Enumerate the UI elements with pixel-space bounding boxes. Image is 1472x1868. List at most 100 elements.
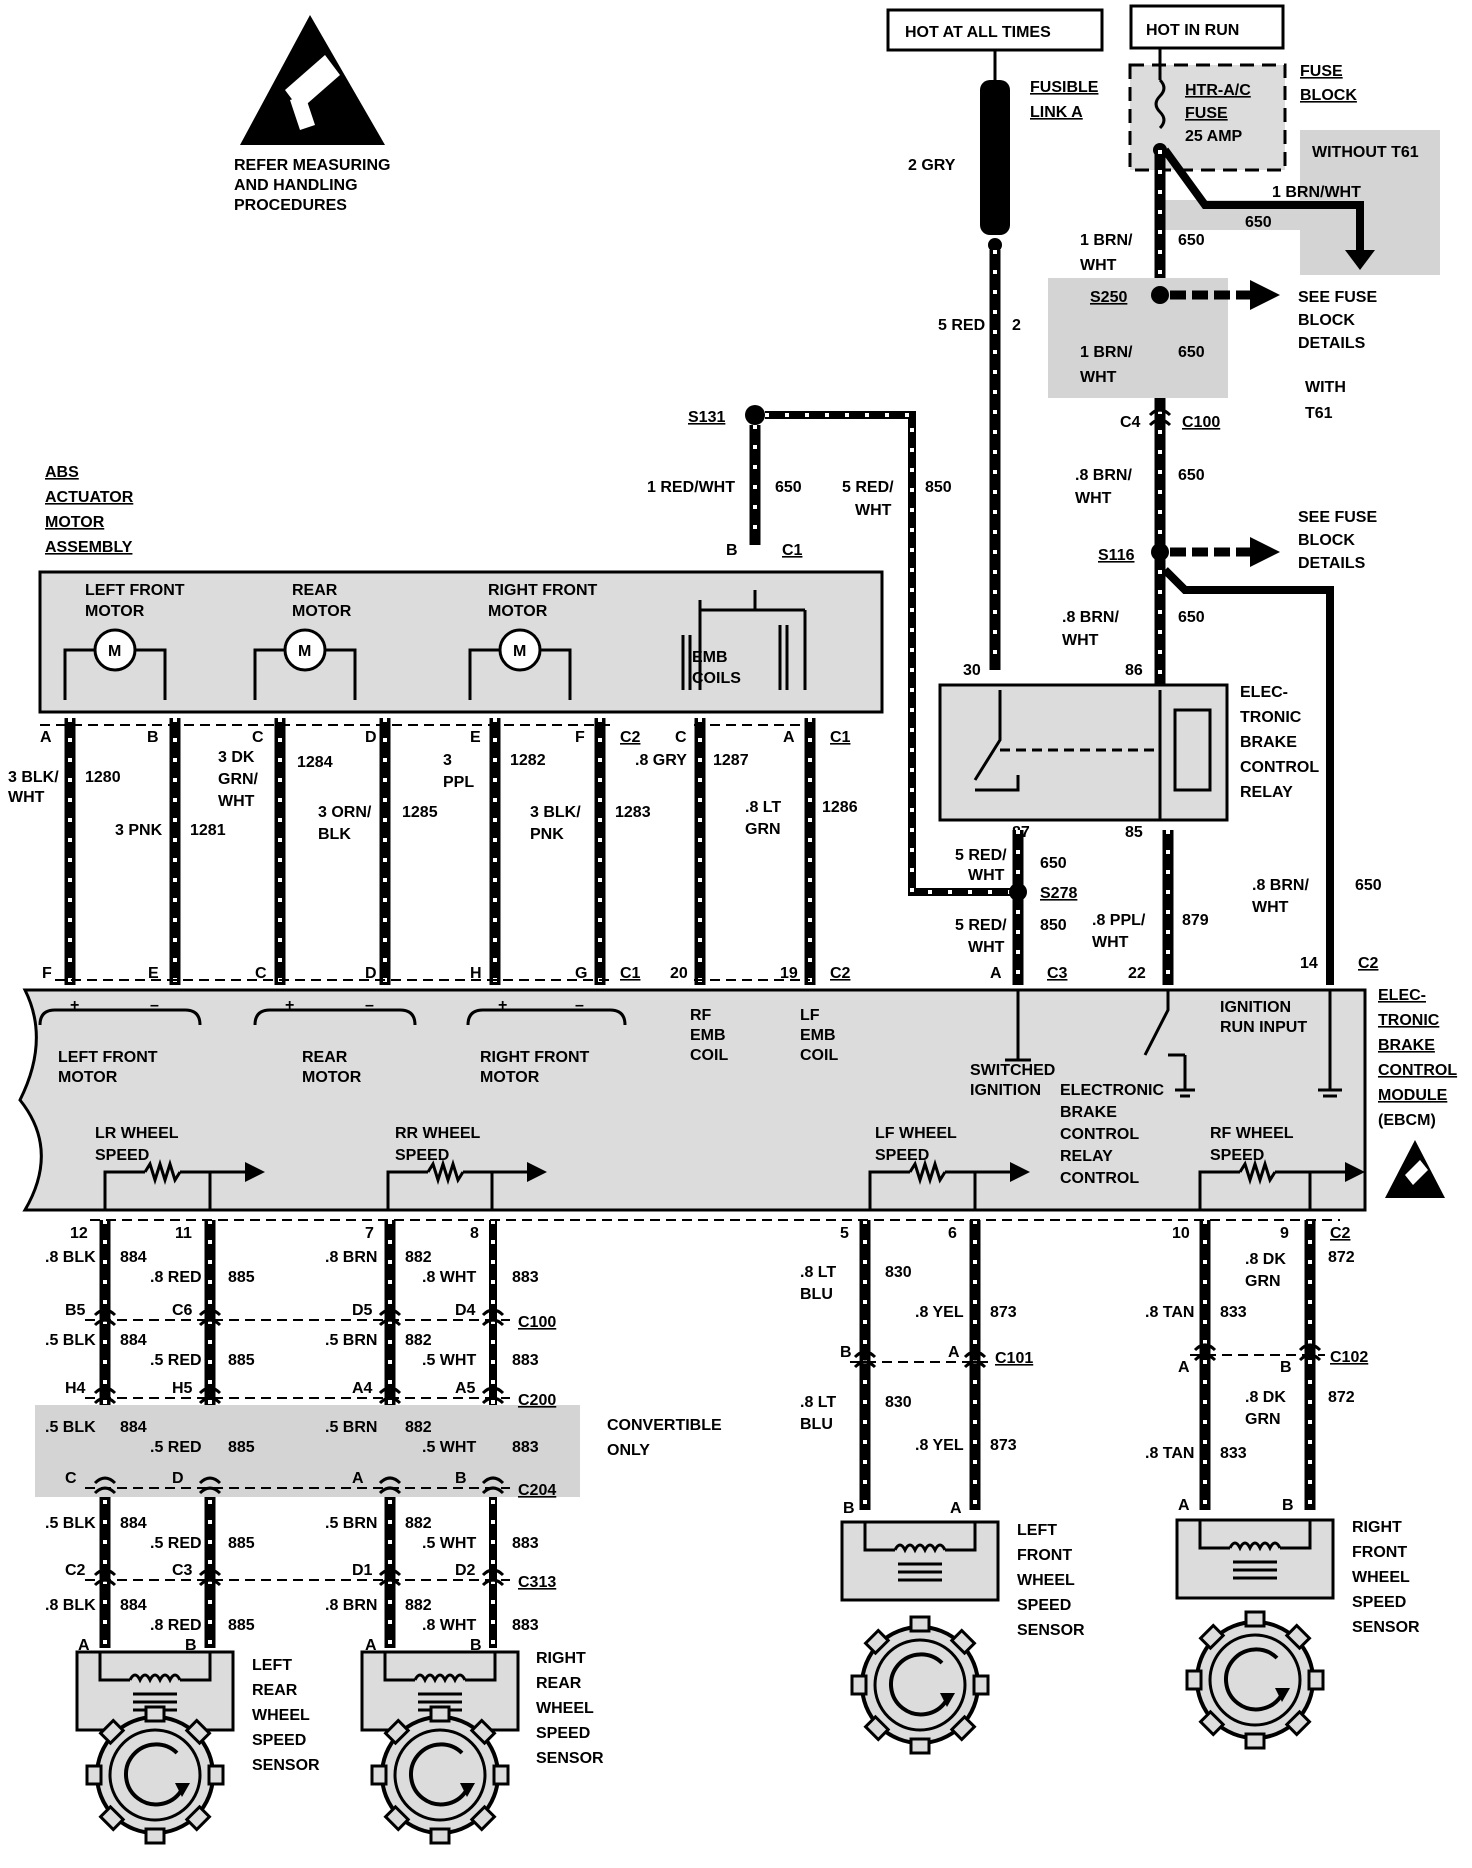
see-fuse-1-line-1: SEE FUSE (1298, 289, 1377, 306)
wl-0-1: WHT (8, 789, 45, 806)
c204-3: B (455, 1470, 467, 1487)
warning-line-1: REFER MEASURING (234, 157, 390, 174)
rr-pin-b: B (470, 1637, 482, 1654)
row1-5: 882 (405, 1249, 432, 1266)
row5-2: .8 RED (150, 1617, 202, 1634)
wl-4-0: 3 DK (218, 749, 255, 766)
wire-label-8brn-b1: .8 BRN/ (1062, 609, 1119, 626)
with-t61-line-2: T61 (1305, 405, 1333, 422)
act-top-pin-2: C (252, 729, 264, 746)
circuit-650-g: 650 (1040, 855, 1067, 872)
c100-1: C6 (172, 1302, 193, 1319)
relay-pin-85: 85 (1125, 824, 1143, 841)
lf-pin-b: B (843, 1500, 855, 1517)
splice-s278-label: S278 (1040, 885, 1077, 902)
wl-9: 1282 (510, 752, 546, 769)
emb-coil-icon (681, 590, 807, 690)
esd-small-icon (1385, 1140, 1445, 1198)
left-front-wheel-speed-sensor (840, 1520, 1000, 1755)
wire-label-8ppl-1: .8 PPL/ (1092, 912, 1146, 929)
lf-873b: 873 (990, 1437, 1017, 1454)
connector-c3: C3 (1047, 965, 1068, 982)
speed-label-1-1: SPEED (395, 1147, 449, 1164)
row1-4: .8 BRN (325, 1249, 377, 1266)
c200-1: H5 (172, 1380, 193, 1397)
ebcm-label-1: ELEC- (1378, 987, 1426, 1004)
row2-1: 884 (120, 1332, 147, 1349)
row5-1: 884 (120, 1597, 147, 1614)
speed-label-3-0: RF WHEEL (1210, 1125, 1294, 1142)
lr-sensor-label-1: REAR (252, 1682, 298, 1699)
wl-10-0: 3 BLK/ (530, 804, 581, 821)
circuit-650-e: 650 (1178, 609, 1205, 626)
convertible-region (35, 1405, 580, 1497)
wl-13: 1287 (713, 752, 749, 769)
c102-label: C102 (1330, 1349, 1368, 1366)
with-t61-line-1: WITH (1305, 379, 1346, 396)
rf-emb-3: COIL (690, 1047, 728, 1064)
right-front-motor-m: M (513, 643, 526, 660)
rf-sensor-label-4: SENSOR (1352, 1619, 1420, 1636)
circuit-650-d: 650 (1178, 467, 1205, 484)
act-top-pin-8: A (783, 729, 795, 746)
ebcm-motor-plus-2: + (498, 997, 507, 1014)
ground-icon (1175, 1055, 1195, 1098)
wl-8-1: PPL (443, 774, 474, 791)
wire-label-8brn-b2: WHT (1062, 632, 1099, 649)
rf-emb-1: RF (690, 1007, 712, 1024)
circuit-850-a: 850 (925, 479, 952, 496)
splice-s250 (1151, 286, 1169, 304)
row3-5: 882 (405, 1419, 432, 1436)
row1-6: .8 WHT (422, 1269, 476, 1286)
c100-3: D4 (455, 1302, 476, 1319)
ebcm-label-2: TRONIC (1378, 1012, 1440, 1029)
wl-6-0: 3 ORN/ (318, 804, 372, 821)
act-bot-pin-7: 20 (670, 965, 688, 982)
row5-6: .8 WHT (422, 1617, 476, 1634)
lower-pin-0: 12 (70, 1225, 88, 1242)
wire-label-1brnwht: 1 BRN/WHT (1272, 184, 1361, 201)
row2-0: .5 BLK (45, 1332, 96, 1349)
rf-833: 833 (1220, 1304, 1247, 1321)
ebcm-motor-minus-1: – (365, 997, 374, 1014)
act-motor-label-0-1: MOTOR (85, 603, 145, 620)
lower-pin-1: 11 (175, 1225, 192, 1242)
wire-label-5redwht-b2: WHT (968, 867, 1005, 884)
pin-a-c3: A (990, 965, 1002, 982)
lower-pin-8: C2 (1330, 1225, 1351, 1242)
wire-label-8brn-a2: WHT (1075, 490, 1112, 507)
ebcm-motor-plus-1: + (285, 997, 294, 1014)
rf-833b: 833 (1220, 1445, 1247, 1462)
speed-label-2-1: SPEED (875, 1147, 929, 1164)
lf-830b: 830 (885, 1394, 912, 1411)
wheel-speed-input-2 (868, 1158, 1030, 1210)
rf-w3-1: GRN (1245, 1411, 1281, 1428)
row3-7: 883 (512, 1439, 539, 1456)
wire-label-5redwht-c2: WHT (968, 939, 1005, 956)
rf-w1-0: .8 DK (1245, 1251, 1286, 1268)
c200-3: A5 (455, 1380, 476, 1397)
row3-0: .5 BLK (45, 1419, 96, 1436)
circuit-650-h: 650 (1355, 877, 1382, 894)
circuit-650-c: 650 (1178, 344, 1205, 361)
abs-actuator-box (38, 570, 884, 714)
speed-label-0-0: LR WHEEL (95, 1125, 179, 1142)
act-top-pin-3: D (365, 729, 377, 746)
actuator-label-3: MOTOR (45, 514, 105, 531)
c200-2: A4 (352, 1380, 373, 1397)
actuator-label-2: ACTUATOR (45, 489, 134, 506)
rr-sensor-label-3: SPEED (536, 1725, 590, 1742)
lr-sensor-label-3: SPEED (252, 1732, 306, 1749)
c204-0: C (65, 1470, 77, 1487)
ebcm-motor-label-0-0: LEFT FRONT (58, 1049, 158, 1066)
row2-2: .5 RED (150, 1352, 202, 1369)
connector-c2-right: C2 (1358, 955, 1379, 972)
connector-c1-top: C1 (782, 542, 803, 559)
c102-a: A (1178, 1359, 1190, 1376)
wire-label-2gry: 2 GRY (908, 157, 956, 174)
hot-at-all-times-label: HOT AT ALL TIMES (905, 24, 1051, 41)
c101-b: B (840, 1344, 852, 1361)
row1-1: 884 (120, 1249, 147, 1266)
convertible-1: CONVERTIBLE (607, 1417, 722, 1434)
fuse-icon (1154, 78, 1166, 130)
